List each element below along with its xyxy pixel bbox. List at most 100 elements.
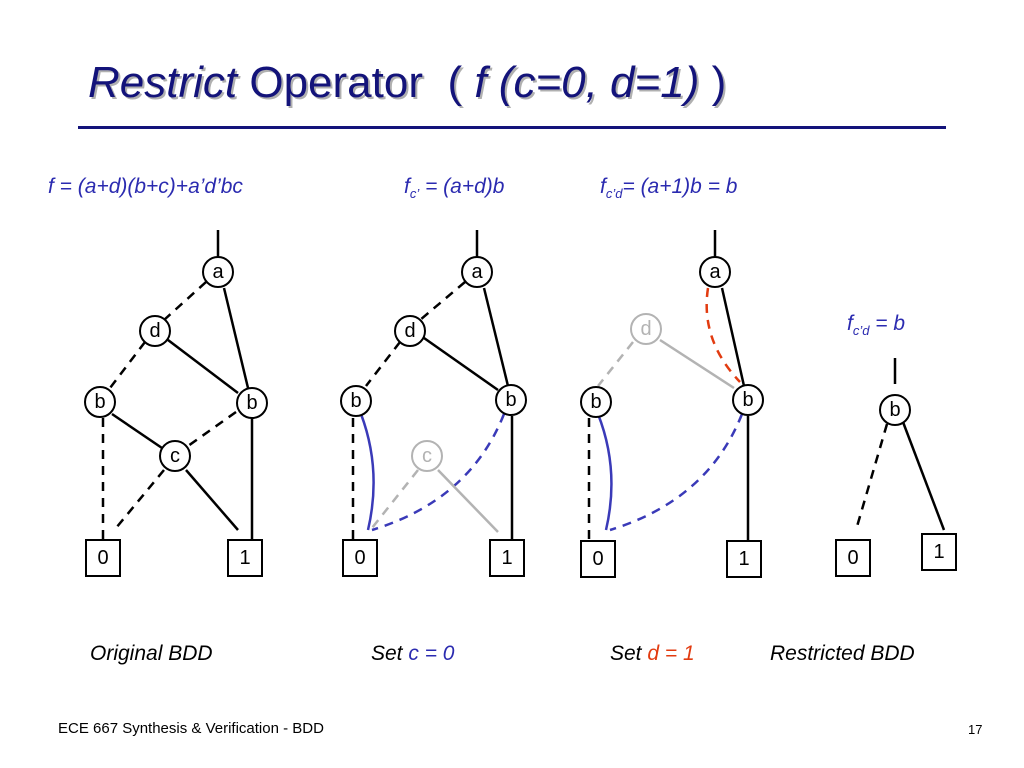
terminal-node xyxy=(85,539,121,577)
title-operator: Operator xyxy=(249,58,423,107)
bdd-node xyxy=(139,315,171,347)
edge-c-0-removed xyxy=(371,469,419,529)
caption-original: Original BDD xyxy=(90,642,213,665)
node-label: b xyxy=(94,391,105,413)
edge-a-b-restrict xyxy=(705,287,741,383)
edge-d-b-low xyxy=(365,341,401,387)
node-label: b xyxy=(350,390,361,412)
bdd-set-c: a d b b c 0 1 xyxy=(340,230,527,577)
title-close-paren: ) xyxy=(711,58,727,107)
bdd-node-removed xyxy=(630,313,662,345)
formula-set-d-f: f xyxy=(600,175,606,198)
caption-restricted: Restricted BDD xyxy=(770,642,915,665)
bdd-node xyxy=(202,256,234,288)
bdd-set-d: a d b b 0 1 xyxy=(580,230,764,578)
edge-b-0-redirect xyxy=(596,413,613,531)
formula-restricted: fc’d = b xyxy=(847,312,905,338)
edge-b-0-low-redirect xyxy=(609,413,744,532)
terminal-label: 1 xyxy=(933,541,944,563)
formula-set-c: fc’ = (a+d)b xyxy=(404,175,504,201)
terminal-node xyxy=(835,539,871,577)
formula-set-d-sub: c’d xyxy=(605,186,623,202)
terminal-label: 1 xyxy=(501,547,512,569)
terminal-node xyxy=(921,533,957,571)
terminal-label: 0 xyxy=(847,547,858,569)
bdd-node xyxy=(699,256,731,288)
formula-set-d: fc’d= (a+1)b = b xyxy=(600,175,737,201)
bdd-node xyxy=(879,394,911,426)
terminal-label: 0 xyxy=(97,547,108,569)
edge-a-b-high xyxy=(482,287,510,387)
edge-a-b-high xyxy=(222,287,250,389)
edge-b-c-low xyxy=(187,410,237,448)
formula-restricted-rhs: = b xyxy=(869,312,906,335)
node-label: a xyxy=(471,261,483,283)
bdd-restricted: b 0 1 xyxy=(835,358,957,577)
edge-b-c xyxy=(111,412,163,450)
terminal-label: 1 xyxy=(738,548,749,570)
caption-set-d: Set d = 1 xyxy=(610,642,695,666)
title-open-paren: ( xyxy=(447,58,463,107)
terminal-node xyxy=(726,540,762,578)
bdd-node xyxy=(732,384,764,416)
node-label: c xyxy=(170,445,180,467)
edge-c-1 xyxy=(185,469,239,531)
edge-d-b-low-removed xyxy=(597,341,634,387)
node-label: b xyxy=(590,391,601,413)
formula-restricted-sub: c’d xyxy=(852,323,870,339)
bdd-original: a d b b c 0 1 xyxy=(84,230,268,577)
terminal-label: 0 xyxy=(592,548,603,570)
title-rule xyxy=(78,126,946,129)
bdd-node xyxy=(580,386,612,418)
node-label: b xyxy=(889,399,900,421)
caption-set-c-expr: c = 0 xyxy=(408,642,455,665)
edge-a-b-high xyxy=(720,287,746,387)
footer-course: ECE 667 Synthesis & Verification - BDD xyxy=(58,720,324,737)
node-label: b xyxy=(742,389,753,411)
bdd-node-removed xyxy=(411,440,443,472)
node-label: d xyxy=(149,320,160,342)
terminal-label: 0 xyxy=(354,547,365,569)
edge-b-1 xyxy=(901,421,946,531)
edge-a-d-low xyxy=(163,281,207,321)
formula-set-d-rhs: = (a+1)b = b xyxy=(622,175,738,198)
caption-set-c: Set c = 0 xyxy=(371,642,454,666)
edge-c-1-removed xyxy=(437,469,499,533)
bdd-node xyxy=(84,386,116,418)
node-label-removed: c xyxy=(422,445,432,467)
edge-b-0 xyxy=(854,423,889,531)
terminal-node xyxy=(489,539,525,577)
node-label: b xyxy=(505,389,516,411)
node-label: d xyxy=(404,320,415,342)
edge-d-b-high xyxy=(423,336,499,392)
title-restrict: Restrict xyxy=(88,58,238,107)
formula-original: f = (a+d)(b+c)+a’d’bc xyxy=(48,175,243,198)
formula-set-c-sub: c’ xyxy=(409,186,420,202)
edge-d-b-high-removed xyxy=(659,338,735,390)
caption-set-d-prefix: Set xyxy=(610,642,648,665)
terminal-node xyxy=(342,539,378,577)
formula-set-c-f: f xyxy=(404,175,410,198)
node-label: a xyxy=(212,261,224,283)
terminal-label: 1 xyxy=(239,547,250,569)
page-number: 17 xyxy=(968,722,983,737)
bdd-node xyxy=(461,256,493,288)
bdd-node xyxy=(159,440,191,472)
node-label: b xyxy=(246,392,257,414)
caption-set-c-prefix: Set xyxy=(371,642,409,665)
terminal-node xyxy=(227,539,263,577)
edge-c-0 xyxy=(115,469,165,529)
edge-d-b-high xyxy=(167,339,239,394)
caption-set-d-expr: d = 1 xyxy=(647,642,695,665)
bdd-node xyxy=(236,387,268,419)
edge-b-0-low-redirect xyxy=(371,413,506,532)
formula-restricted-f: f xyxy=(847,312,853,335)
bdd-node xyxy=(495,384,527,416)
page-title: Restrict Operator ( f (c=0, d=1) ) xyxy=(88,58,726,108)
terminal-node xyxy=(580,540,616,578)
formula-set-c-rhs: = (a+d)b xyxy=(419,175,505,198)
node-label: a xyxy=(709,261,721,283)
node-label-removed: d xyxy=(640,318,651,340)
edge-b-0-redirect xyxy=(359,413,375,531)
